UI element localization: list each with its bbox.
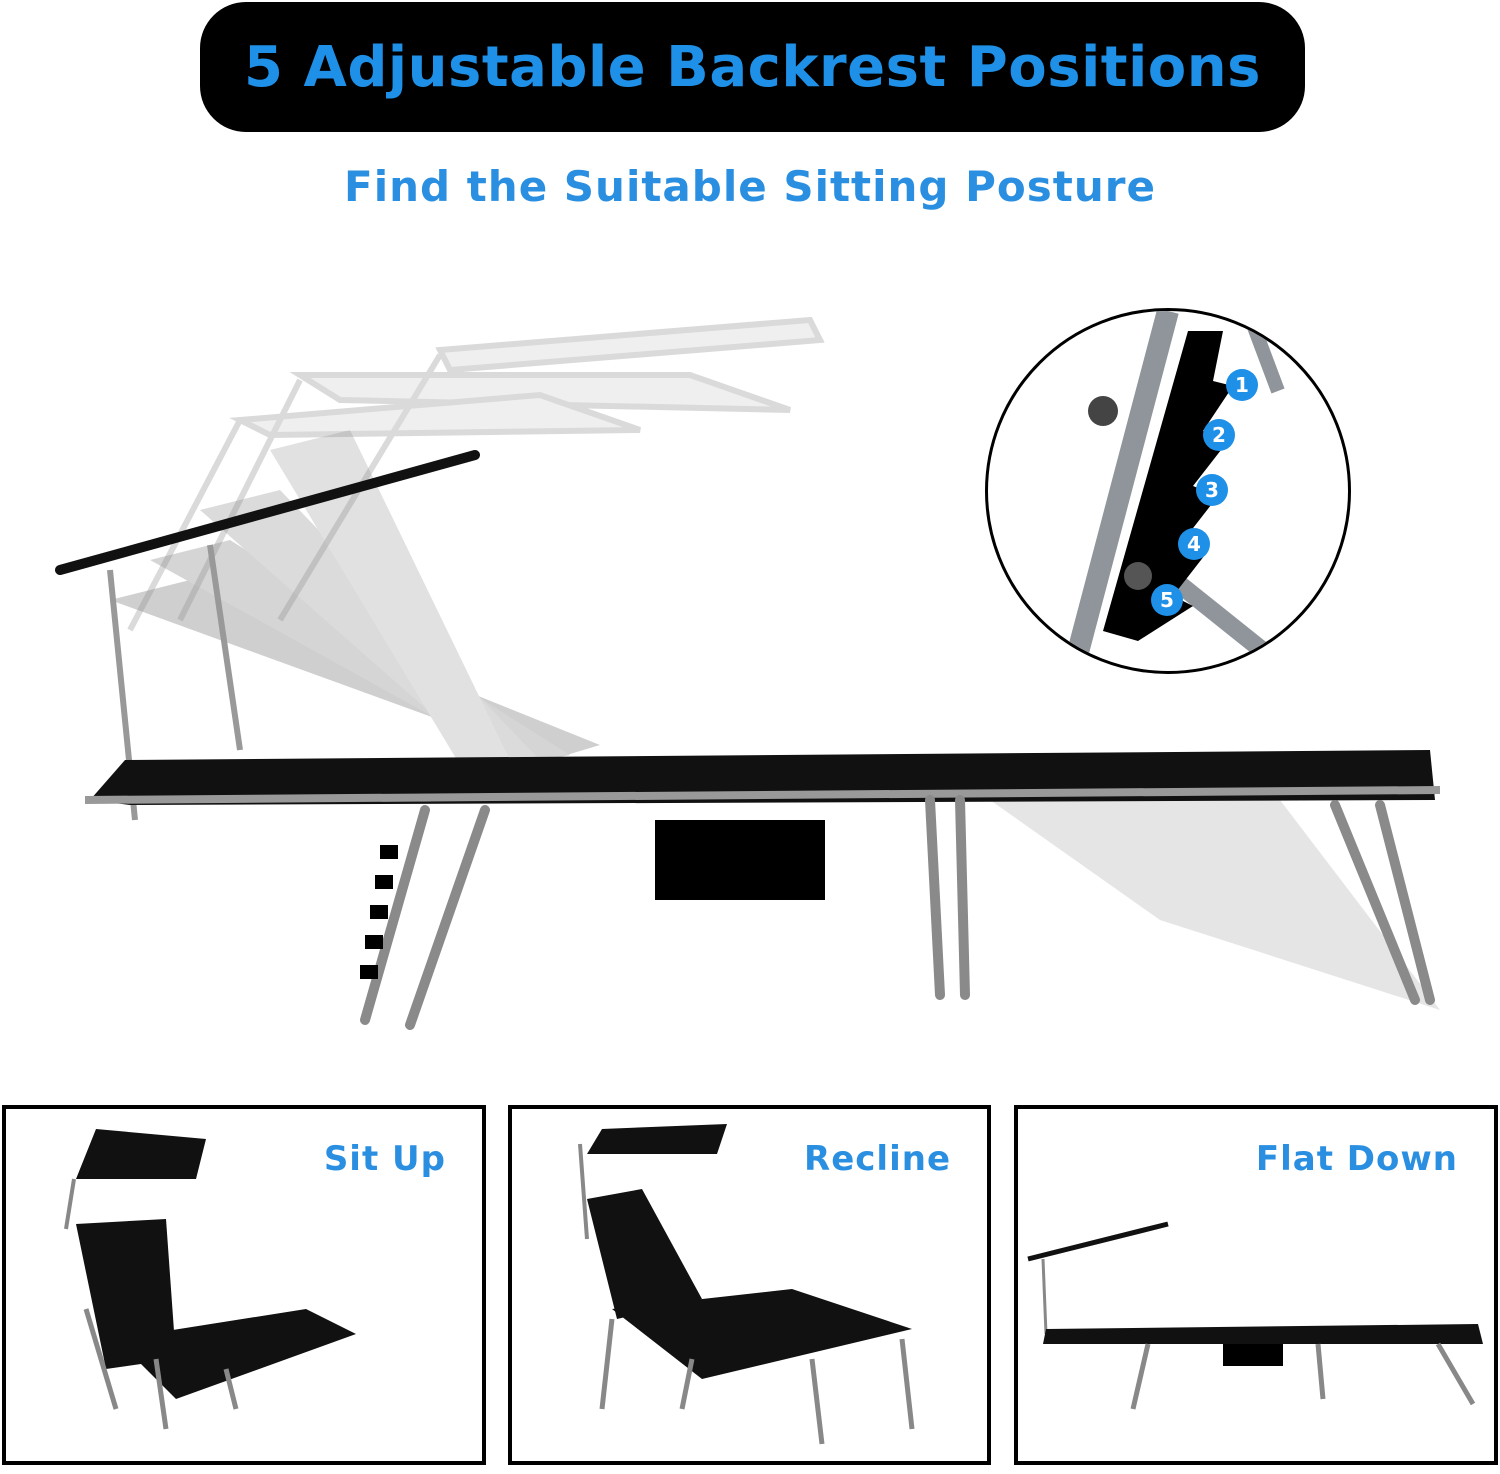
page-subtitle: Find the Suitable Sitting Posture: [344, 162, 1156, 211]
adjuster-detail-circle: 1 2 3 4 5: [985, 308, 1351, 674]
canopy-bar: [55, 450, 480, 575]
panel-recline: Recline: [508, 1105, 991, 1465]
panel-sit-up: Sit Up: [2, 1105, 486, 1465]
adjuster-ladder: [360, 845, 398, 979]
panel-label-sit-up: Sit Up: [323, 1139, 446, 1179]
page-title: 5 Adjustable Backrest Positions: [244, 34, 1261, 100]
position-marker-3: 3: [1196, 474, 1228, 506]
position-marker-4: 4: [1178, 528, 1210, 560]
storage-pocket: [655, 820, 825, 900]
position-marker-5: 5: [1151, 584, 1183, 616]
sit-up-illustration: [64, 1129, 356, 1430]
flat-down-illustration: [1027, 1221, 1483, 1410]
position-marker-1: 1: [1226, 369, 1258, 401]
lounger-legs: [360, 795, 1435, 1030]
ghost-backrests: [110, 430, 600, 765]
panel-label-flat-down: Flat Down: [1255, 1139, 1458, 1179]
position-marker-2: 2: [1203, 419, 1235, 451]
panel-label-recline: Recline: [804, 1139, 951, 1179]
adjuster-detail-illustration: [1062, 311, 1294, 671]
lounger-illustration: [55, 316, 1441, 1030]
ghost-leg-rest: [990, 800, 1440, 1010]
title-banner: 5 Adjustable Backrest Positions: [200, 2, 1305, 132]
recline-illustration: [578, 1124, 915, 1445]
panel-flat-down: Flat Down: [1014, 1105, 1498, 1465]
